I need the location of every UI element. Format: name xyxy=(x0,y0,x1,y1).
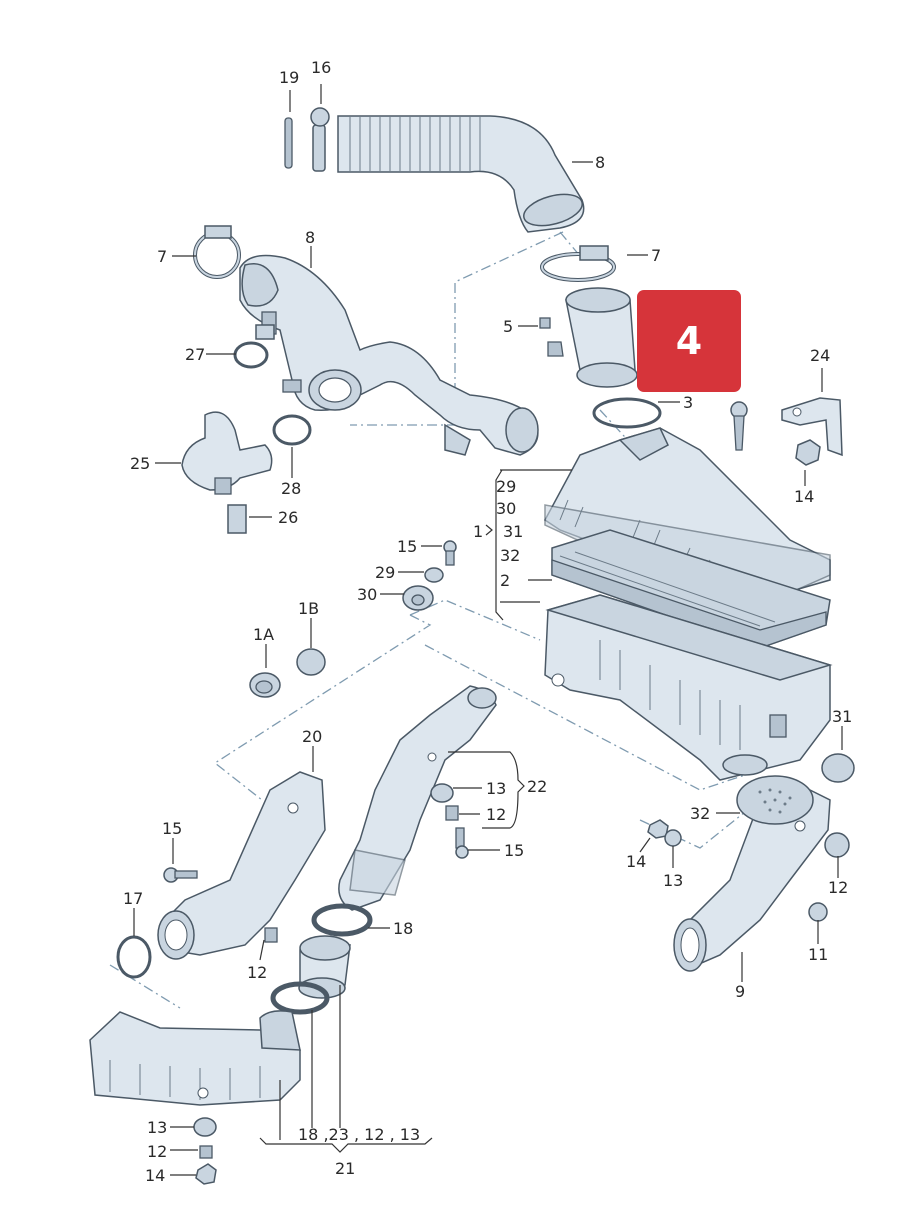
leader-lines xyxy=(133,84,843,1176)
air-filter-housing xyxy=(544,427,833,781)
label-16: 16 xyxy=(311,58,331,77)
seal-ring xyxy=(592,397,662,429)
label-12-middle: 12 xyxy=(486,805,506,824)
label-28: 28 xyxy=(281,479,301,498)
clamp-18-lower xyxy=(270,981,330,1015)
label-21-group: 18 ,23 , 12 , 13 xyxy=(298,1125,420,1144)
intake-duct-middle xyxy=(338,685,497,911)
nut-14-bottom xyxy=(195,1163,217,1185)
label-13-right: 13 xyxy=(663,871,683,890)
label-24: 24 xyxy=(810,346,830,365)
label-25: 25 xyxy=(130,454,150,473)
label-13-middle: 13 xyxy=(486,779,506,798)
label-20: 20 xyxy=(302,727,322,746)
label-14-right: 14 xyxy=(626,852,646,871)
label-18: 18 xyxy=(393,919,413,938)
bolt-15-top xyxy=(443,540,457,566)
resonator-box xyxy=(89,1010,301,1106)
label-7-right: 7 xyxy=(651,246,661,265)
label-1A: 1A xyxy=(253,625,274,644)
label-19: 19 xyxy=(279,68,299,87)
label-7-left: 7 xyxy=(157,247,167,266)
mesh-grille-32 xyxy=(736,775,814,825)
label-30: 30 xyxy=(496,499,516,518)
label-27: 27 xyxy=(185,345,205,364)
label-8-left: 8 xyxy=(305,228,315,247)
label-11: 11 xyxy=(808,945,828,964)
label-12-left: 12 xyxy=(247,963,267,982)
label-30-small: 30 xyxy=(357,585,377,604)
callout-labels: 19 16 8 8 7 7 5 5 27 3 24 25 28 26 14 29… xyxy=(123,58,852,1185)
label-8-top: 8 xyxy=(595,153,605,172)
grommet-13-right xyxy=(664,829,682,847)
label-12-right: 12 xyxy=(828,878,848,897)
intake-snorkel-duct xyxy=(284,107,585,233)
grommet-31-right xyxy=(821,753,855,783)
label-14-bottom: 14 xyxy=(145,1166,165,1185)
grommet-30-top xyxy=(402,585,434,611)
connector-26 xyxy=(227,504,247,534)
nut-12-middle xyxy=(445,805,459,821)
small-hose-clamp-28 xyxy=(272,414,312,446)
bolt-15-left xyxy=(163,867,198,883)
intake-duct-20 xyxy=(157,771,326,960)
bracket-24 xyxy=(781,397,843,457)
grommet-1A xyxy=(249,672,281,698)
label-14-top: 14 xyxy=(794,487,814,506)
washer-29-top xyxy=(424,567,444,583)
grommet-11-right xyxy=(808,902,828,922)
small-hose-clamp-27 xyxy=(233,341,269,369)
nut-14-top xyxy=(795,439,821,466)
intake-duct-9 xyxy=(673,789,831,972)
label-29: 29 xyxy=(496,477,516,496)
seal-ring-17 xyxy=(116,935,152,979)
hose-clamp-left xyxy=(193,225,241,279)
label-17: 17 xyxy=(123,889,143,908)
label-32: 32 xyxy=(500,546,520,565)
label-29-small: 29 xyxy=(375,563,395,582)
page-number-badge: 4 xyxy=(637,290,741,392)
label-15-middle: 15 xyxy=(504,841,524,860)
grommet-12-right xyxy=(824,832,850,858)
hose-clamp-right xyxy=(540,245,616,282)
label-12-bottom: 12 xyxy=(147,1142,167,1161)
label-26: 26 xyxy=(278,508,298,527)
grommet-13-bottom xyxy=(193,1117,217,1137)
label-1: 1 xyxy=(473,522,483,541)
label-9: 9 xyxy=(735,982,745,1001)
label-2: 2 xyxy=(500,571,510,590)
nut-12-left xyxy=(264,927,278,943)
label-21: 21 xyxy=(335,1159,355,1178)
grommet-1B xyxy=(296,648,326,676)
label-32-right: 32 xyxy=(690,804,710,823)
air-mass-meter xyxy=(539,287,638,388)
label-31: 31 xyxy=(503,522,523,541)
label-15-top: 15 xyxy=(397,537,417,556)
label-22: 22 xyxy=(527,777,547,796)
label-31-right: 31 xyxy=(832,707,852,726)
bolt-5-right xyxy=(730,401,748,451)
intake-elbow-duct xyxy=(239,254,539,456)
grommet-13-middle xyxy=(430,783,454,803)
label-1B: 1B xyxy=(298,599,319,618)
nut-12-bottom xyxy=(199,1145,213,1159)
small-hose-25 xyxy=(181,411,273,495)
clamp-18-upper xyxy=(311,903,373,937)
bolt-15-middle xyxy=(455,827,469,859)
label-13-bottom: 13 xyxy=(147,1118,167,1137)
label-3: 3 xyxy=(683,393,693,412)
label-15-left: 15 xyxy=(162,819,182,838)
label-5-left: 5 xyxy=(503,317,513,336)
